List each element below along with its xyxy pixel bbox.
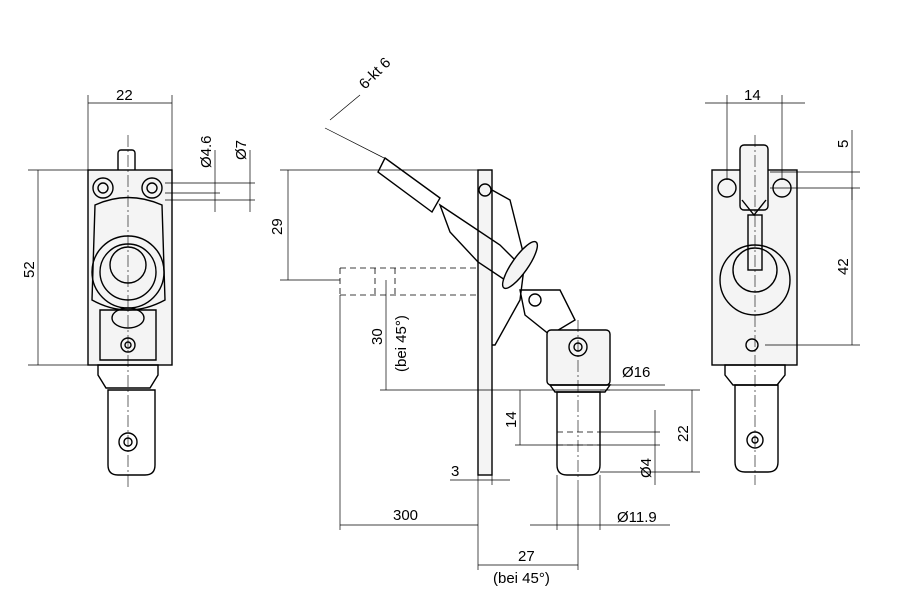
front-view: 22 52 Ø4.6 Ø7 <box>21 87 255 490</box>
dim-offset-29: 29 <box>269 218 286 235</box>
dim-front-height: 52 <box>21 261 38 278</box>
dim-hole-dia-large: Ø7 <box>233 140 250 160</box>
hex-key <box>377 156 441 214</box>
right-view: 14 5 42 <box>705 87 860 485</box>
side-shaft <box>556 391 601 476</box>
dim-hole-dia-small: Ø4.6 <box>198 135 215 168</box>
dim-plate-3: 3 <box>451 463 459 480</box>
front-shaft <box>107 389 156 476</box>
dim-dia-16: Ø16 <box>622 364 650 381</box>
dim-offset-30-note: (bei 45°) <box>393 315 410 372</box>
dim-right-width: 14 <box>744 87 761 104</box>
dim-dia-4: Ø4 <box>638 458 655 478</box>
dim-hex-key: 6-kt 6 <box>356 54 395 93</box>
mount-hole-right <box>141 177 163 199</box>
side-view: 6-kt 6 29 30 (bei 45°) 300 3 Ø16 14 Ø4 2… <box>269 54 700 587</box>
dim-len-27: 27 <box>518 548 535 565</box>
dim-offset-5: 5 <box>835 140 852 148</box>
dim-len-14: 14 <box>503 411 520 428</box>
dim-front-width: 22 <box>116 87 133 104</box>
dim-offset-30: 30 <box>369 328 386 345</box>
side-plate <box>477 169 493 476</box>
right-shaft <box>734 384 779 473</box>
dim-dia-11-9: Ø11.9 <box>617 509 657 526</box>
mount-hole-left <box>92 177 114 199</box>
dim-len-27-note: (bei 45°) <box>493 570 550 587</box>
dim-len-22: 22 <box>675 425 692 442</box>
dim-height-42: 42 <box>835 258 852 275</box>
front-stem <box>117 149 136 173</box>
dim-length-300: 300 <box>393 507 418 524</box>
right-stem <box>739 144 769 211</box>
